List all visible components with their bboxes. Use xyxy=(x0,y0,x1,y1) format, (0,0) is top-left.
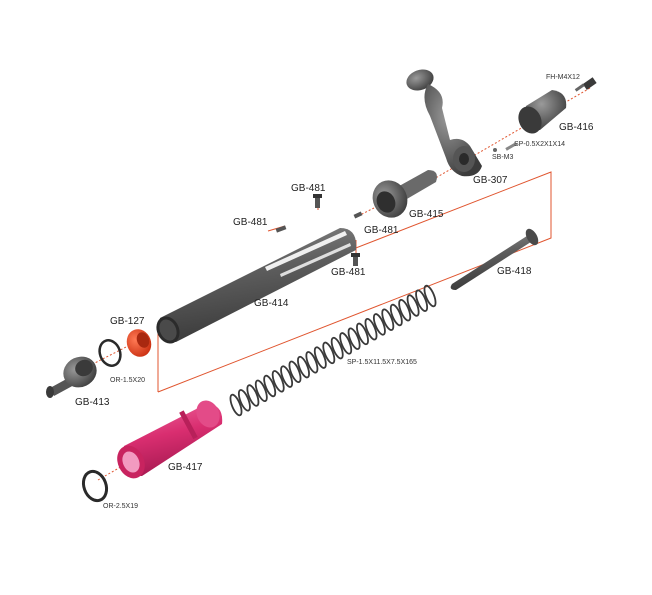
spring-coil xyxy=(271,370,285,393)
oring-or25x19 xyxy=(81,469,109,503)
spring-coil xyxy=(372,313,386,336)
nozzle-cap-gb416 xyxy=(518,90,567,134)
spring-coil xyxy=(263,374,277,398)
spring-coil xyxy=(423,284,437,308)
screw-sb-m3 xyxy=(493,148,497,152)
spring-coil xyxy=(254,379,268,403)
label-sb-m3: SB-M3 xyxy=(492,154,514,161)
screw-gb481-bottom xyxy=(351,253,360,266)
label-or-25x19: OR-2.5X19 xyxy=(103,503,139,510)
screw-gb481-right xyxy=(353,211,363,219)
spring-coil xyxy=(356,322,369,346)
cylinder-tube-gb414 xyxy=(156,228,357,344)
spring-small-sp05 xyxy=(505,142,518,151)
lever-gb307 xyxy=(406,69,482,177)
cylinder-head-gb415 xyxy=(372,170,437,218)
spring-coil xyxy=(305,351,319,374)
guide-line-main xyxy=(157,171,552,393)
oring-or15x20 xyxy=(98,339,122,367)
label-fh-m4x12: FH-M4X12 xyxy=(546,74,580,81)
guide-line-481-right xyxy=(357,207,375,217)
label-gb413: GB-413 xyxy=(75,397,110,408)
spring-coil xyxy=(322,341,336,365)
label-gb414: GB-414 xyxy=(254,298,289,309)
label-or-15x20: OR-1.5X20 xyxy=(110,377,146,384)
nozzle-gb413 xyxy=(46,356,97,398)
label-gb481-right: GB-481 xyxy=(364,225,399,236)
screw-gb481-top xyxy=(313,194,322,208)
spring-coil xyxy=(339,332,353,355)
spring-coil xyxy=(246,384,260,407)
spring-coil xyxy=(330,336,344,360)
label-gb481-left: GB-481 xyxy=(233,217,268,228)
spring-coil xyxy=(313,346,327,369)
spring-coil xyxy=(229,393,243,417)
label-gb417: GB-417 xyxy=(168,462,203,473)
label-gb127: GB-127 xyxy=(110,316,145,327)
spring-coil xyxy=(389,303,403,327)
label-sp-spring: SP-1.5X11.5X7.5X165 xyxy=(347,359,417,366)
spring-coil xyxy=(381,308,395,331)
label-gb416: GB-416 xyxy=(559,122,594,133)
label-gb481-bottom: GB-481 xyxy=(331,267,366,278)
spring-coil xyxy=(297,355,310,379)
main-spring xyxy=(229,284,437,417)
spring-coil xyxy=(347,327,361,350)
label-gb481-top: GB-481 xyxy=(291,183,326,194)
spring-coil xyxy=(288,360,302,384)
spring-coil xyxy=(415,289,429,312)
piston-head-gb127 xyxy=(126,329,152,357)
label-sp-05x2x1x14: SP-0.5X2X1X14 xyxy=(514,141,565,148)
spring-coil xyxy=(398,298,412,322)
spring-coil xyxy=(237,389,251,412)
spring-coil xyxy=(406,294,420,317)
label-gb418: GB-418 xyxy=(497,266,532,277)
spring-coil xyxy=(364,317,378,341)
screw-gb481-left xyxy=(275,225,287,233)
guide-rod-gb418 xyxy=(450,228,539,290)
spring-coil xyxy=(280,365,294,388)
screw-fh-m4x12 xyxy=(574,77,597,92)
label-gb415: GB-415 xyxy=(409,209,444,220)
label-gb307: GB-307 xyxy=(473,175,508,186)
piston-gb417 xyxy=(117,400,223,479)
